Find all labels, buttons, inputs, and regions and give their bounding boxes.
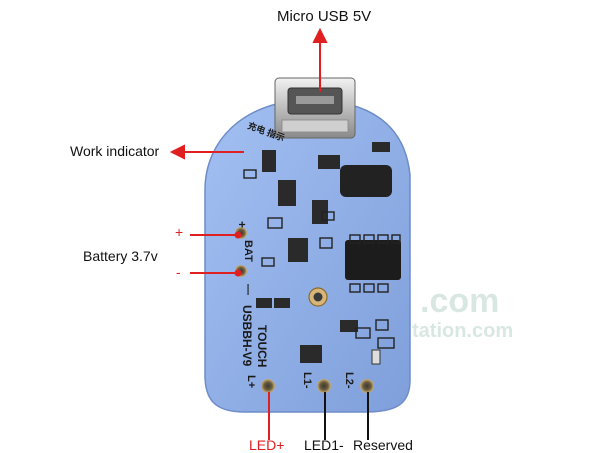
label-micro-usb: Micro USB 5V: [277, 8, 372, 25]
watermark-line1: .com: [420, 282, 500, 320]
led1-minus-pad: [317, 379, 331, 393]
label-battery: Battery 3.7v: [83, 248, 158, 264]
components: [256, 142, 401, 365]
label-reserved: Reserved: [353, 437, 413, 453]
label-led1-minus: LED1-: [304, 437, 344, 453]
silk-board-id: USBBH-V9: [240, 305, 254, 367]
label-battery-plus: +: [175, 224, 184, 240]
silk-bat-label: BAT: [242, 240, 254, 262]
silk-touch: TOUCH: [255, 325, 269, 367]
pad-outlines: [243, 169, 401, 349]
silk-pad-lplus: L+: [245, 375, 257, 388]
reserved-pad: [360, 379, 374, 393]
silk-pad-l1: L1-: [301, 372, 313, 389]
silk-pad-l2: L2-: [343, 372, 355, 389]
micro-usb-connector: [274, 77, 356, 139]
watermark-line2: tation.com: [412, 320, 514, 342]
label-work-indicator: Work indicator: [70, 143, 160, 159]
label-led-plus: LED+: [249, 437, 285, 453]
callout-arrows: [169, 27, 328, 440]
silk-bat-plus: +: [235, 221, 249, 228]
silk-bat-minus: —: [242, 284, 254, 295]
label-battery-minus: -: [176, 264, 181, 280]
led-plus-pad: [261, 379, 275, 393]
